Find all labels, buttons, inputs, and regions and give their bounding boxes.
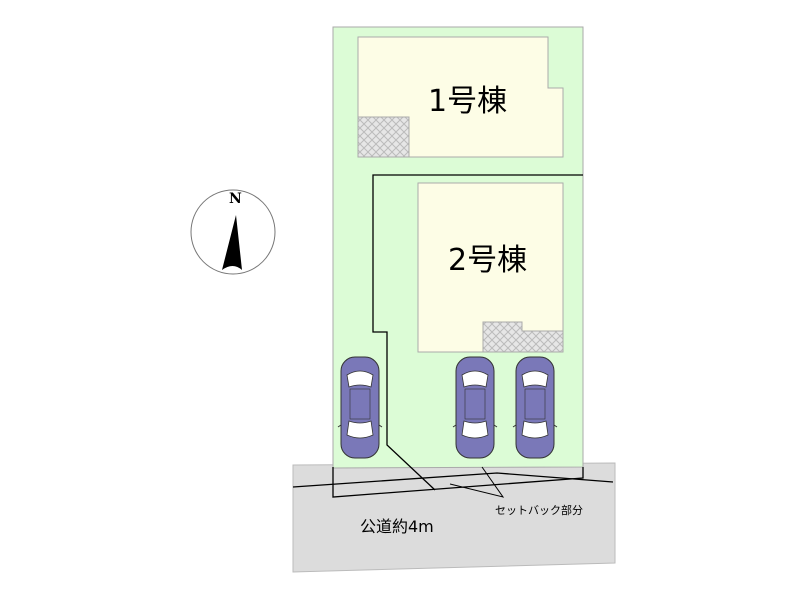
setback-label: セットバック部分 [495,504,583,517]
building-2-label: 2号棟 [448,243,528,278]
car-2 [452,356,498,459]
setback-leader [449,466,505,498]
car-1 [337,356,383,459]
building-2-hatch [482,321,564,353]
compass-icon [190,189,276,275]
north-label: N [229,191,242,207]
setback-line [332,467,584,498]
car-3 [512,356,558,459]
building-1-hatch [357,116,410,158]
lot-division-line [372,174,583,491]
building-1-label: 1号棟 [428,84,508,119]
road-label: 公道約4m [360,517,434,536]
